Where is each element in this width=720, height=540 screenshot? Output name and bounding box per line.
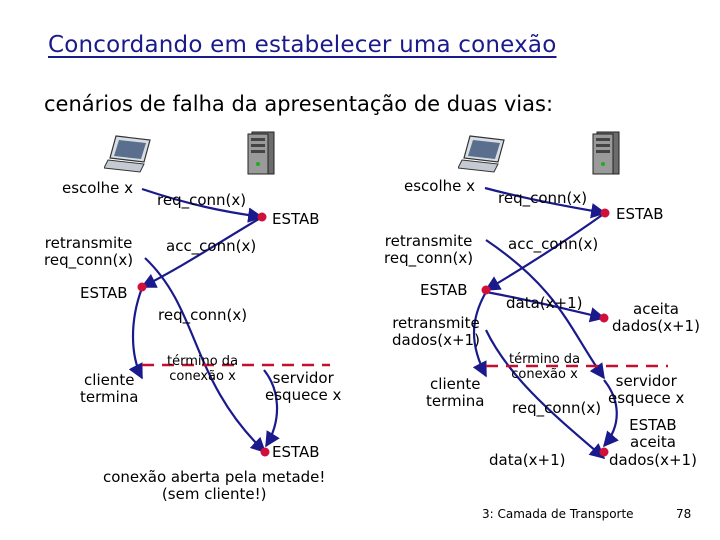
- server-tower-icon: [592, 131, 620, 175]
- laptop-icon: [104, 135, 151, 173]
- server-estab-accept-label: ESTAB aceita dados(x+1): [609, 416, 697, 469]
- server-estab-label: ESTAB: [272, 210, 320, 228]
- client-end-arrow: [472, 291, 487, 378]
- client-retransmit-label: retransmite req_conn(x): [384, 232, 474, 268]
- client-estab-label: ESTAB: [80, 284, 128, 302]
- retransmit-data-arrow: [485, 329, 606, 460]
- event-dot: [481, 285, 491, 295]
- laptop-icon: [458, 135, 505, 173]
- client-estab-label: ESTAB: [420, 281, 468, 299]
- page-title: Concordando em estabelecer uma conexão: [48, 32, 557, 58]
- server-estab-label: ESTAB: [616, 205, 664, 223]
- req-conn-arrow: [484, 186, 607, 219]
- server-accept-label: aceita dados(x+1): [612, 300, 700, 336]
- connection-end-label: término da conexão x: [509, 352, 581, 382]
- acc-conn-arrow: [140, 216, 263, 288]
- event-dot: [600, 208, 610, 218]
- data-arrow: [485, 290, 606, 323]
- subtitle: cenários de falha da apresentação de dua…: [44, 92, 554, 116]
- event-dot: [260, 447, 270, 457]
- server-forget-label: servidor esquece x: [265, 369, 342, 405]
- req-conn-label: req_conn(x): [498, 189, 588, 207]
- req-conn-arrow: [141, 187, 264, 223]
- acc-conn-arrow: [484, 212, 606, 291]
- client-retransmit-data-label: retransmite dados(x+1): [392, 314, 480, 350]
- data-label: data(x+1): [489, 451, 566, 469]
- event-dot: [599, 447, 609, 457]
- req-conn-label: req_conn(x): [512, 399, 602, 417]
- page-number: 78: [676, 507, 692, 521]
- data-label: data(x+1): [506, 294, 583, 312]
- retransmit-req-arrow: [485, 239, 605, 380]
- client-choose-label: escolhe x: [62, 179, 134, 197]
- connection-end-label: término da conexão x: [167, 354, 239, 384]
- half-open-label: conexão aberta pela metade! (sem cliente…: [103, 468, 326, 504]
- event-dot: [137, 282, 147, 292]
- footer-chapter: 3: Camada de Transporte: [482, 507, 634, 521]
- server-estab-label: ESTAB: [272, 443, 320, 461]
- acc-conn-label: acc_conn(x): [166, 237, 257, 255]
- req-conn-label: req_conn(x): [158, 306, 248, 324]
- acc-conn-label: acc_conn(x): [508, 235, 599, 253]
- client-end-label: cliente termina: [80, 371, 139, 407]
- client-choose-label: escolhe x: [404, 177, 476, 195]
- retransmit-req-arrow: [144, 257, 267, 454]
- late-req-arrow: [602, 379, 619, 448]
- client-end-arrow: [128, 287, 144, 380]
- server-forget-arrow: [263, 369, 280, 448]
- event-dot: [599, 313, 609, 323]
- client-retransmit-label: retransmite req_conn(x): [44, 234, 134, 270]
- server-tower-icon: [247, 131, 275, 175]
- client-end-label: cliente termina: [426, 375, 485, 411]
- event-dot: [257, 212, 267, 222]
- req-conn-label: req_conn(x): [157, 191, 247, 209]
- server-forget-label: servidor esquece x: [608, 372, 685, 408]
